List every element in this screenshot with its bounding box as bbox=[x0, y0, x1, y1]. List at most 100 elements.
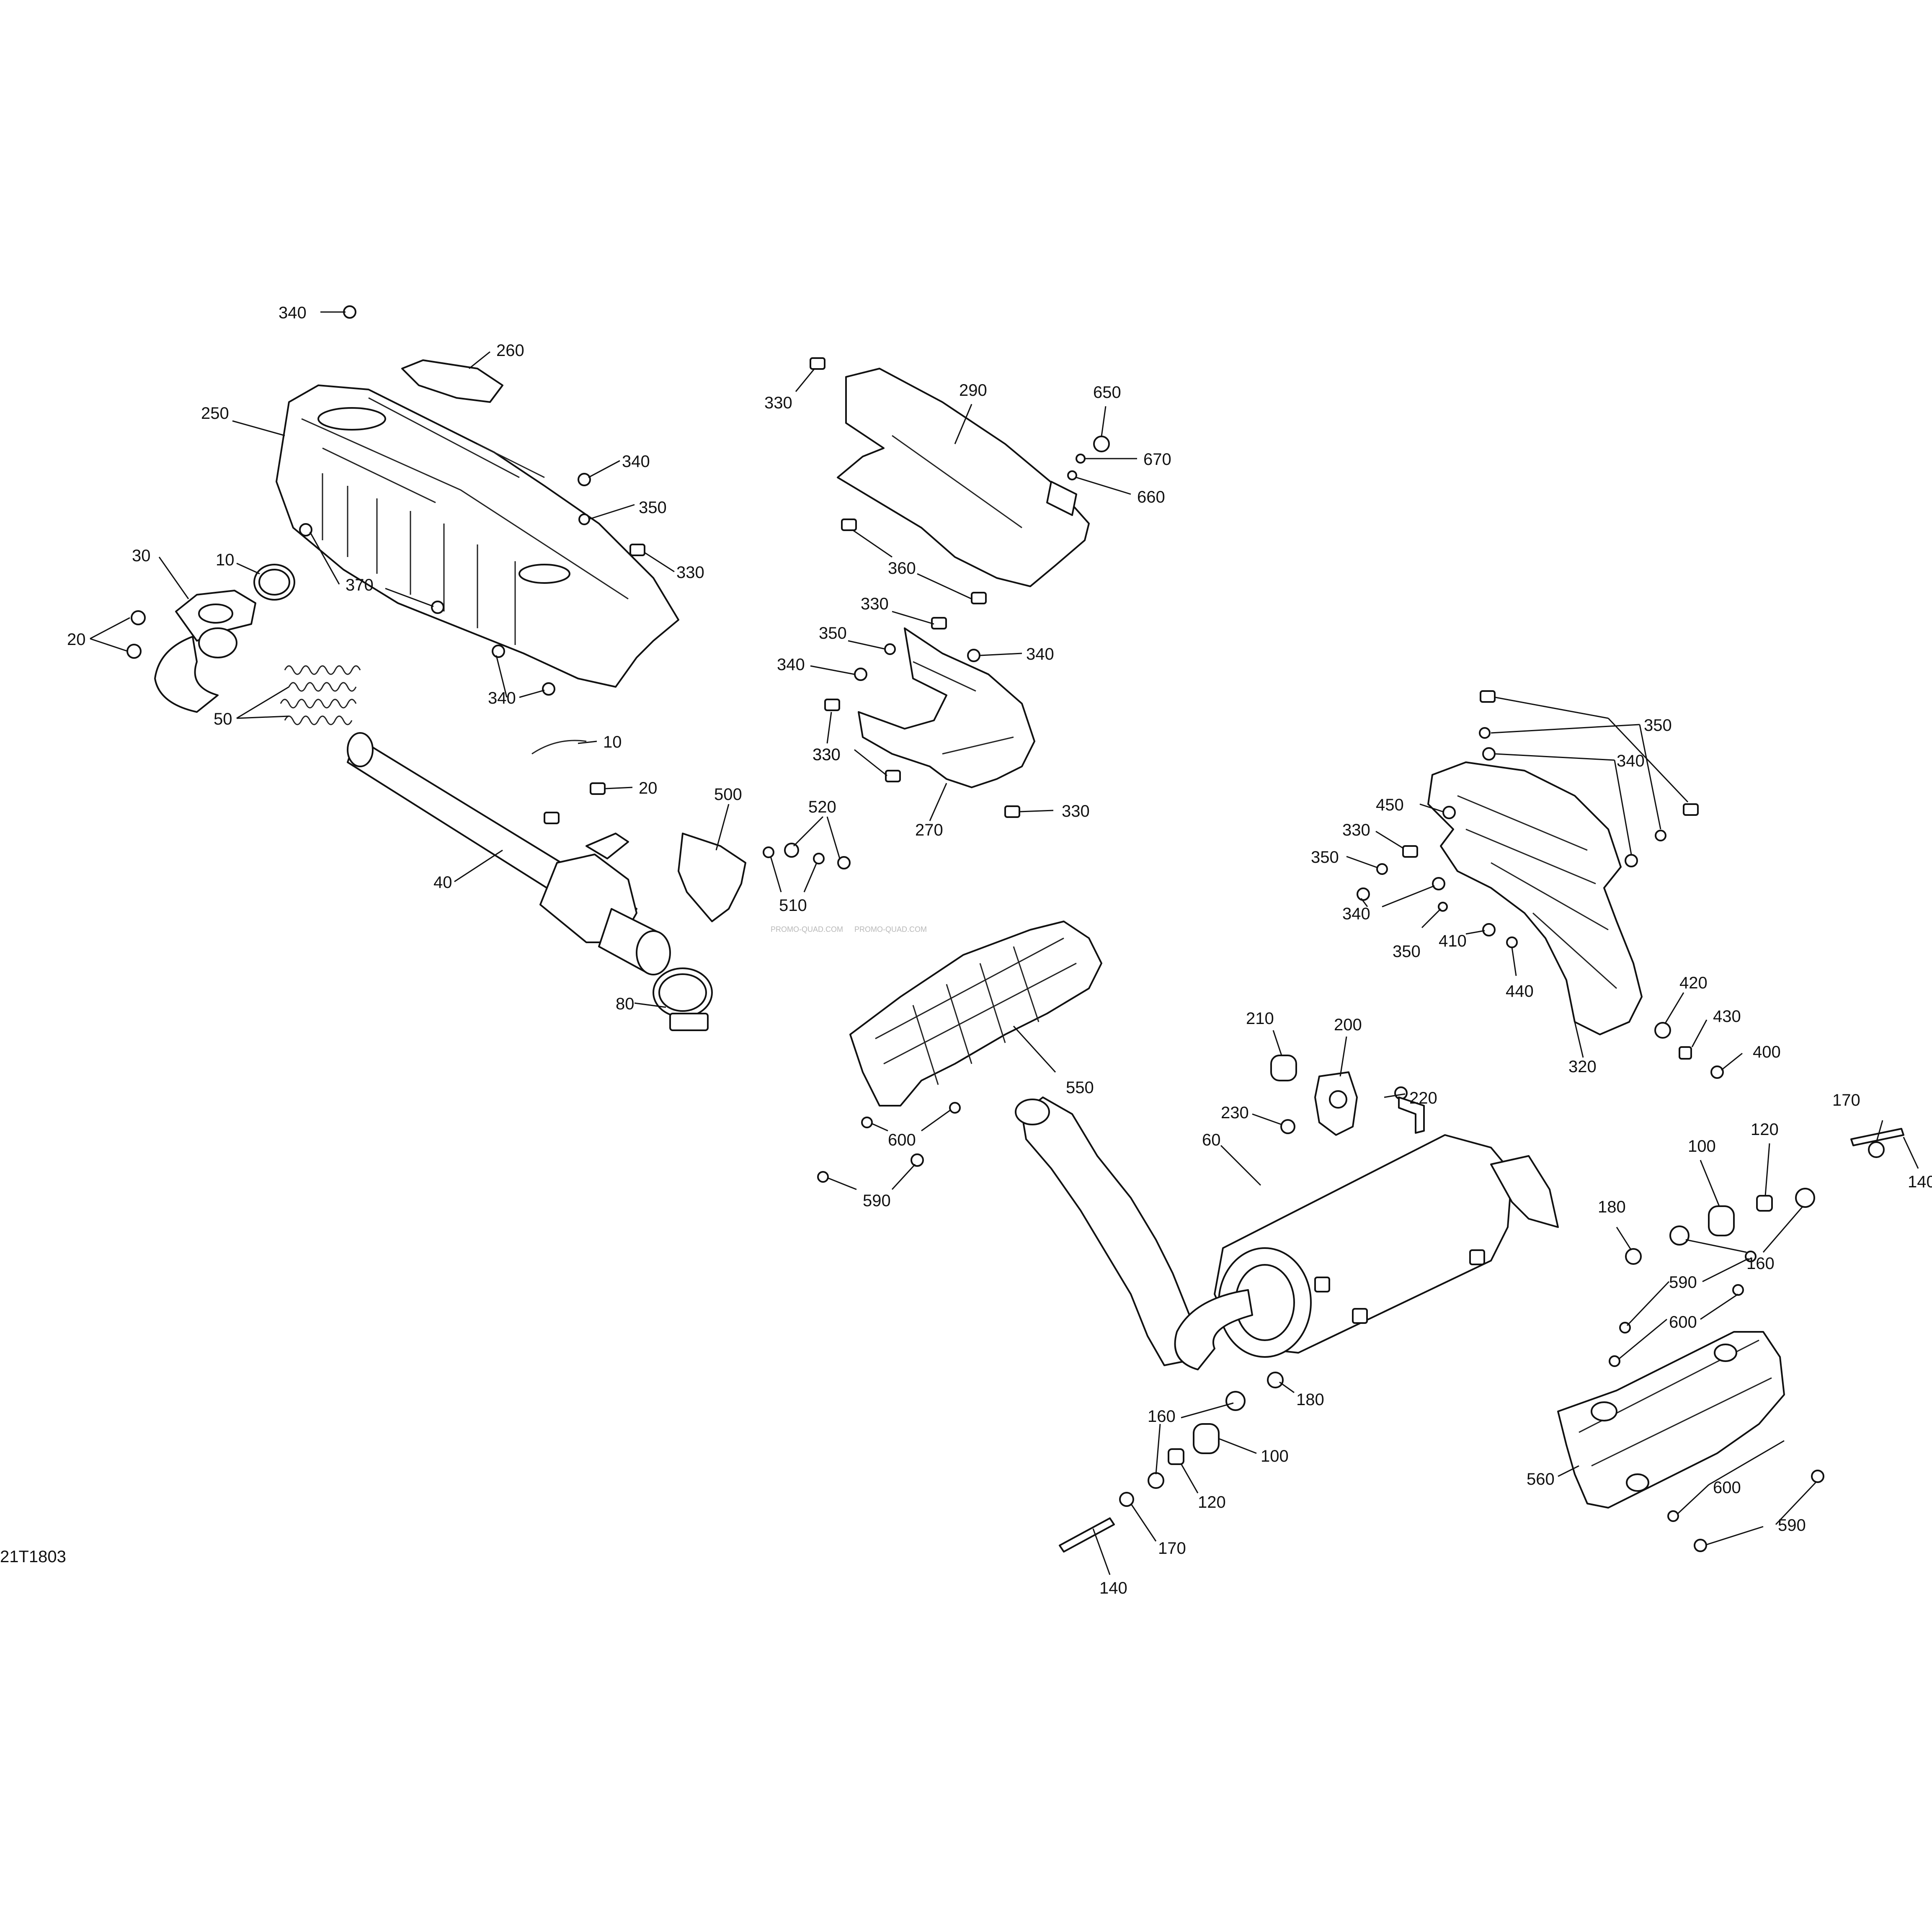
washer-160-b bbox=[1795, 1188, 1815, 1208]
callout-590-b: 590 bbox=[1669, 1273, 1697, 1292]
bolt-340-right-a bbox=[1482, 747, 1496, 761]
callout-230: 230 bbox=[1221, 1104, 1249, 1122]
callout-170-b: 170 bbox=[1158, 1539, 1186, 1558]
callout-20-b: 20 bbox=[639, 779, 658, 797]
callout-370: 370 bbox=[346, 576, 374, 594]
callout-100-a: 100 bbox=[1688, 1137, 1716, 1156]
screw-590-e bbox=[1811, 1470, 1824, 1483]
bolt-340-b bbox=[578, 473, 591, 486]
heat-shield-250 bbox=[276, 384, 679, 688]
callout-600-b: 600 bbox=[1669, 1313, 1697, 1331]
callout-330-a: 330 bbox=[676, 563, 704, 582]
callout-600-c: 600 bbox=[1713, 1478, 1741, 1497]
callout-410: 410 bbox=[1439, 932, 1467, 950]
bolt-340-c bbox=[492, 645, 505, 658]
washer-600-e bbox=[1667, 1510, 1679, 1522]
clip-330-mid-a bbox=[824, 699, 840, 711]
bolt-340-c2 bbox=[542, 682, 555, 696]
head-pipe-40 bbox=[347, 732, 671, 975]
callout-330-g: 330 bbox=[1342, 821, 1370, 839]
diagram-id: 21T1803 bbox=[0, 1548, 66, 1566]
bolt-370-a bbox=[299, 523, 312, 537]
callout-330-b: 330 bbox=[764, 394, 792, 412]
clip-330-right-top bbox=[1480, 690, 1496, 703]
callout-550: 550 bbox=[1066, 1078, 1094, 1097]
watermark-right: PROMO-QUAD.COM bbox=[854, 925, 927, 934]
clip-330-top bbox=[810, 357, 825, 370]
bolt-340-right-c bbox=[1357, 887, 1370, 901]
sleeve-20-a bbox=[590, 782, 606, 795]
callout-140-a: 140 bbox=[1908, 1173, 1932, 1191]
washer-350-mid bbox=[884, 643, 896, 655]
callout-350-e: 350 bbox=[1393, 942, 1421, 961]
callout-60: 60 bbox=[1202, 1131, 1221, 1149]
callout-650: 650 bbox=[1093, 383, 1121, 402]
bolt-400 bbox=[1710, 1065, 1724, 1079]
callout-250: 250 bbox=[201, 404, 229, 423]
callout-350-d: 350 bbox=[1311, 848, 1339, 867]
callout-340-a: 340 bbox=[279, 304, 307, 322]
callout-120-a: 120 bbox=[1751, 1120, 1779, 1139]
callout-330-f: 330 bbox=[1062, 802, 1090, 820]
washer-600-b bbox=[949, 1102, 961, 1114]
washer-160-c bbox=[1225, 1391, 1246, 1411]
nut-410 bbox=[1482, 923, 1496, 936]
callout-660: 660 bbox=[1137, 488, 1165, 506]
callout-670: 670 bbox=[1143, 450, 1171, 469]
callout-340-f: 340 bbox=[1617, 752, 1645, 770]
clamp-80 bbox=[653, 967, 713, 1031]
callout-330-e: 330 bbox=[813, 745, 841, 764]
screw-590-b bbox=[911, 1153, 924, 1167]
screw-590-a bbox=[817, 1171, 829, 1183]
washer-600-c bbox=[1732, 1284, 1744, 1296]
callout-320: 320 bbox=[1568, 1058, 1597, 1076]
leader-lines bbox=[90, 311, 1919, 1575]
callout-200: 200 bbox=[1334, 1016, 1362, 1034]
washer-160-d bbox=[1148, 1472, 1164, 1489]
heat-shield-320 bbox=[1427, 761, 1643, 1035]
washer-350-a bbox=[578, 513, 590, 525]
callout-120-b: 120 bbox=[1198, 1493, 1226, 1512]
clip-330-a bbox=[629, 544, 645, 556]
clip-330-right-c bbox=[1402, 845, 1418, 858]
callout-430: 430 bbox=[1713, 1007, 1741, 1026]
callout-450: 450 bbox=[1376, 796, 1404, 814]
washer-510-b bbox=[813, 853, 825, 864]
washer-170-b bbox=[1119, 1492, 1134, 1507]
grommet-100-a bbox=[1708, 1205, 1735, 1236]
heat-shield-270 bbox=[858, 627, 1035, 788]
callout-140-b: 140 bbox=[1099, 1579, 1127, 1597]
washer-160-a bbox=[1669, 1225, 1690, 1246]
nut-230 bbox=[1280, 1119, 1295, 1134]
bolt-520-b bbox=[837, 856, 851, 869]
callout-80: 80 bbox=[616, 995, 635, 1013]
bolt-340-right-b bbox=[1625, 854, 1638, 867]
washer-670 bbox=[1076, 454, 1086, 464]
callout-520: 520 bbox=[808, 798, 836, 816]
sleeve-430 bbox=[1679, 1046, 1692, 1060]
callout-210: 210 bbox=[1246, 1009, 1274, 1028]
washer-170-a bbox=[1868, 1141, 1885, 1158]
nut-20-b bbox=[126, 644, 142, 659]
clip-650 bbox=[1093, 436, 1110, 452]
ring-10 bbox=[531, 740, 587, 755]
heat-shield-550 bbox=[849, 921, 1102, 1107]
callout-40: 40 bbox=[433, 873, 452, 892]
callout-560: 560 bbox=[1527, 1470, 1555, 1488]
nut-420 bbox=[1654, 1022, 1671, 1039]
callout-290: 290 bbox=[959, 381, 987, 400]
elbow-flange-30 bbox=[154, 590, 256, 713]
clip-360-a bbox=[841, 518, 857, 531]
callout-350-c: 350 bbox=[1644, 716, 1672, 735]
callout-600-a: 600 bbox=[888, 1131, 916, 1149]
callout-360: 360 bbox=[888, 559, 916, 578]
callout-340-e: 340 bbox=[777, 655, 805, 674]
callout-100-b: 100 bbox=[1261, 1447, 1289, 1465]
callout-30: 30 bbox=[132, 547, 151, 565]
callout-180-b: 180 bbox=[1296, 1390, 1324, 1409]
callout-10-b: 10 bbox=[603, 733, 622, 751]
bolt-520-a bbox=[784, 843, 799, 858]
callout-340-g: 340 bbox=[1342, 905, 1370, 923]
screw-590-f bbox=[1694, 1539, 1707, 1552]
